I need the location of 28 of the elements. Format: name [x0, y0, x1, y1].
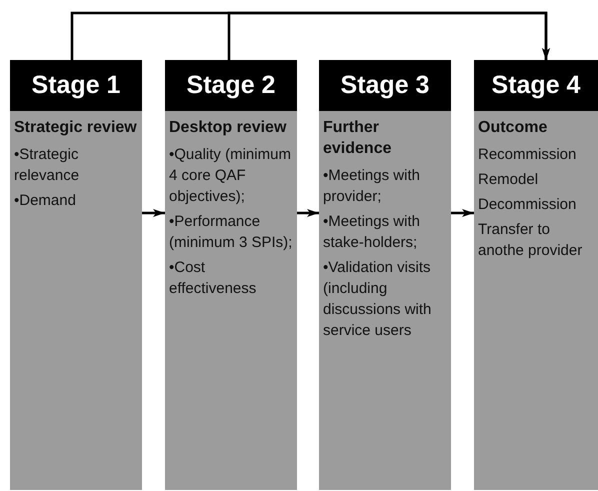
- stage-header: Stage 1: [10, 60, 142, 111]
- arrow: [142, 209, 165, 217]
- section-heading: Further evidence: [323, 118, 392, 159]
- list-item: •Demand: [14, 191, 77, 211]
- list-item: Transfer to anothe provider: [478, 220, 584, 261]
- stage-header: Stage 4: [474, 60, 598, 111]
- stage-column: [165, 60, 297, 490]
- list-item: •Validation visits (including discussions with service users: [323, 258, 432, 341]
- list-item: •Meetings with provider;: [323, 166, 421, 207]
- list-item: •Meetings with stake-holders;: [323, 212, 421, 253]
- list-item: •Performance (minimum 3 SPIs);: [169, 212, 294, 253]
- stage-column: [474, 60, 598, 490]
- list-item: Remodel: [478, 170, 540, 190]
- arrow: [451, 209, 474, 217]
- stage-header: Stage 2: [165, 60, 297, 111]
- section-heading: Desktop review: [169, 118, 288, 138]
- list-item: •Strategic relevance: [14, 145, 80, 186]
- stage-header: Stage 3: [319, 60, 451, 111]
- list-item: Recommission: [478, 145, 578, 165]
- list-item: •Cost effectiveness: [169, 258, 258, 299]
- stage-column: [10, 60, 142, 490]
- arrow: [297, 209, 319, 217]
- arrow: [228, 12, 550, 60]
- section-heading: Strategic review: [14, 118, 138, 138]
- stage-column: [319, 60, 451, 490]
- list-item: •Quality (minimum 4 core QAF objectives);: [169, 145, 292, 207]
- list-item: Decommission: [478, 195, 578, 215]
- section-heading: Outcome: [478, 118, 548, 138]
